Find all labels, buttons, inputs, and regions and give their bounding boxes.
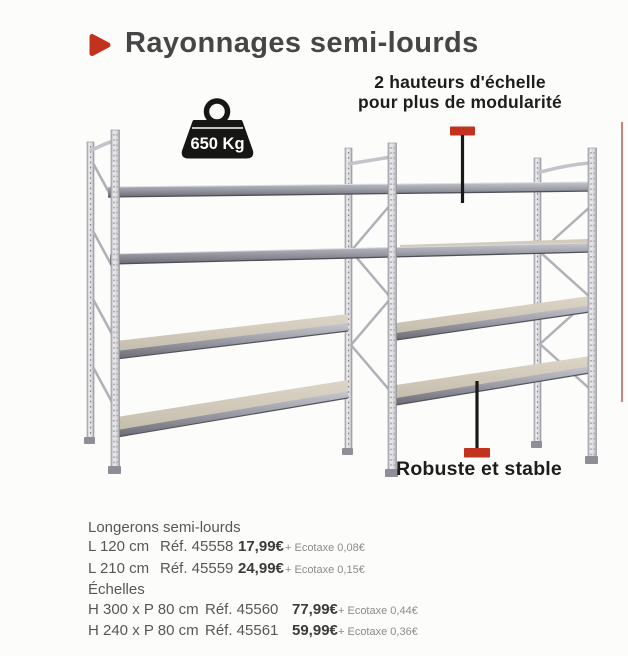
page-edge-line: [621, 122, 623, 402]
callout-modularity-line1: 2 hauteurs d'échelle: [374, 72, 546, 92]
product-size: H 300 x P 80 cm: [88, 600, 199, 618]
callout-marker-bottom: [464, 381, 490, 458]
post-feet: [84, 437, 598, 477]
frame-top-caps: [89, 139, 592, 175]
product-price: 24,99€: [238, 559, 284, 577]
shelf-level-1: [107, 181, 595, 198]
product-size: H 240 x P 80 cm: [88, 622, 199, 640]
product-ref: Réf. 45558: [160, 538, 234, 556]
pricing-list: Longerons semi-lourds L 120 cm Réf. 4555…: [88, 518, 418, 642]
product-ecotaxe: + Ecotaxe 0,15€: [285, 563, 365, 576]
bullet-arrow-icon: [89, 33, 111, 56]
product-price: 59,99€: [292, 622, 338, 640]
page-title: Rayonnages semi-lourds: [125, 27, 479, 59]
shelving-unit: [84, 129, 598, 477]
pricing-section-title: Échelles: [88, 581, 145, 599]
product-ecotaxe: + Ecotaxe 0,44€: [338, 604, 418, 617]
page-heading: Rayonnages semi-lourds: [88, 27, 479, 60]
product-size: L 120 cm: [88, 538, 150, 556]
pricing-row: L 210 cm Réf. 45559 24,99€ + Ecotaxe 0,1…: [88, 559, 418, 580]
weight-icon: 650 Kg: [181, 98, 254, 159]
product-ref: Réf. 45561: [205, 622, 279, 640]
shelf-level-2: [109, 239, 593, 265]
shelf-level-4: [116, 356, 591, 438]
weight-badge-label: 650 Kg: [190, 135, 244, 153]
callout-marker-top: [450, 126, 475, 203]
shelf-level-3: [115, 296, 591, 360]
pricing-section-title: Longerons semi-lourds: [88, 519, 241, 536]
product-ref: Réf. 45560: [205, 600, 279, 618]
front-posts: [110, 129, 597, 475]
product-size: L 210 cm: [88, 559, 150, 577]
callout-modularity-line2: pour plus de modularité: [358, 91, 562, 112]
pricing-row: H 240 x P 80 cm Réf. 45561 59,99€ + Ecot…: [88, 621, 418, 642]
product-ecotaxe: + Ecotaxe 0,08€: [285, 542, 365, 555]
pricing-row: L 120 cm Réf. 45558 17,99€ + Ecotaxe 0,0…: [88, 537, 418, 558]
pricing-row: H 300 x P 80 cm Réf. 45560 77,99€ + Ecot…: [88, 600, 418, 621]
product-price: 17,99€: [238, 538, 284, 556]
callout-sturdy: Robuste et stable: [396, 458, 562, 480]
callout-modularity: 2 hauteurs d'échelle pour plus de modula…: [330, 72, 590, 112]
product-ref: Réf. 45559: [160, 559, 234, 577]
product-ecotaxe: + Ecotaxe 0,36€: [338, 626, 418, 639]
product-price: 77,99€: [292, 600, 338, 618]
